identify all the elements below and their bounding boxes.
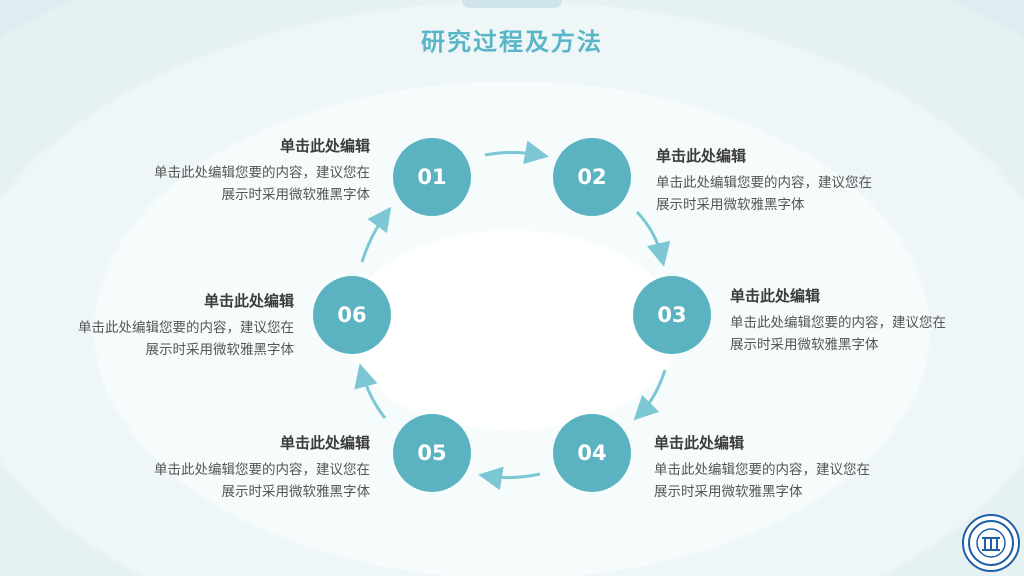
step-body-line: 单击此处编辑您要的内容，建议您在 xyxy=(154,165,370,181)
step-body-line: 单击此处编辑您要的内容，建议您在 xyxy=(654,462,870,478)
step-text-04: 单击此处编辑 单击此处编辑您要的内容，建议您在 展示时采用微软雅黑字体 xyxy=(654,432,914,503)
step-text-02: 单击此处编辑 单击此处编辑您要的内容，建议您在 展示时采用微软雅黑字体 xyxy=(656,145,916,216)
step-body-line: 单击此处编辑您要的内容，建议您在 xyxy=(656,175,872,191)
arrow-03-04 xyxy=(633,369,667,421)
step-body-line: 展示时采用微软雅黑字体 xyxy=(145,342,295,358)
step-circle-02: 02 xyxy=(553,138,631,216)
step-body-line: 展示时采用微软雅黑字体 xyxy=(656,197,805,213)
arrow-05-06 xyxy=(354,363,387,419)
step-text-05: 单击此处编辑 单击此处编辑您要的内容，建议您在 展示时采用微软雅黑字体 xyxy=(110,432,370,503)
step-body-line: 展示时采用微软雅黑字体 xyxy=(654,484,803,500)
university-seal-icon xyxy=(962,514,1020,572)
arrow-06-01 xyxy=(360,206,392,263)
step-body-line: 展示时采用微软雅黑字体 xyxy=(730,337,879,353)
step-heading: 单击此处编辑 xyxy=(203,292,294,310)
step-body-line: 单击此处编辑您要的内容，建议您在 xyxy=(78,320,294,336)
step-heading: 单击此处编辑 xyxy=(654,434,745,452)
step-heading: 单击此处编辑 xyxy=(656,147,747,165)
arrow-04-05 xyxy=(478,466,541,491)
step-circle-05: 05 xyxy=(393,414,471,492)
step-body-line: 展示时采用微软雅黑字体 xyxy=(221,187,371,203)
step-heading: 单击此处编辑 xyxy=(279,137,370,155)
step-circle-04: 04 xyxy=(553,414,631,492)
step-body-line: 单击此处编辑您要的内容，建议您在 xyxy=(154,462,370,478)
step-text-03: 单击此处编辑 单击此处编辑您要的内容，建议您在 展示时采用微软雅黑字体 xyxy=(730,285,990,356)
step-text-06: 单击此处编辑 单击此处编辑您要的内容，建议您在 展示时采用微软雅黑字体 xyxy=(34,290,294,361)
step-heading: 单击此处编辑 xyxy=(279,434,370,452)
page-title: 研究过程及方法 xyxy=(421,28,603,56)
step-circle-03: 03 xyxy=(633,276,711,354)
top-decoration-tab xyxy=(462,0,562,8)
arrow-01-02 xyxy=(484,140,549,165)
step-heading: 单击此处编辑 xyxy=(730,287,821,305)
step-body-line: 单击此处编辑您要的内容，建议您在 xyxy=(730,315,946,331)
step-body-line: 展示时采用微软雅黑字体 xyxy=(221,484,371,500)
step-circle-06: 06 xyxy=(313,276,391,354)
step-text-01: 单击此处编辑 单击此处编辑您要的内容，建议您在 展示时采用微软雅黑字体 xyxy=(110,135,370,206)
step-circle-01: 01 xyxy=(393,138,471,216)
arrow-02-03 xyxy=(635,210,671,267)
